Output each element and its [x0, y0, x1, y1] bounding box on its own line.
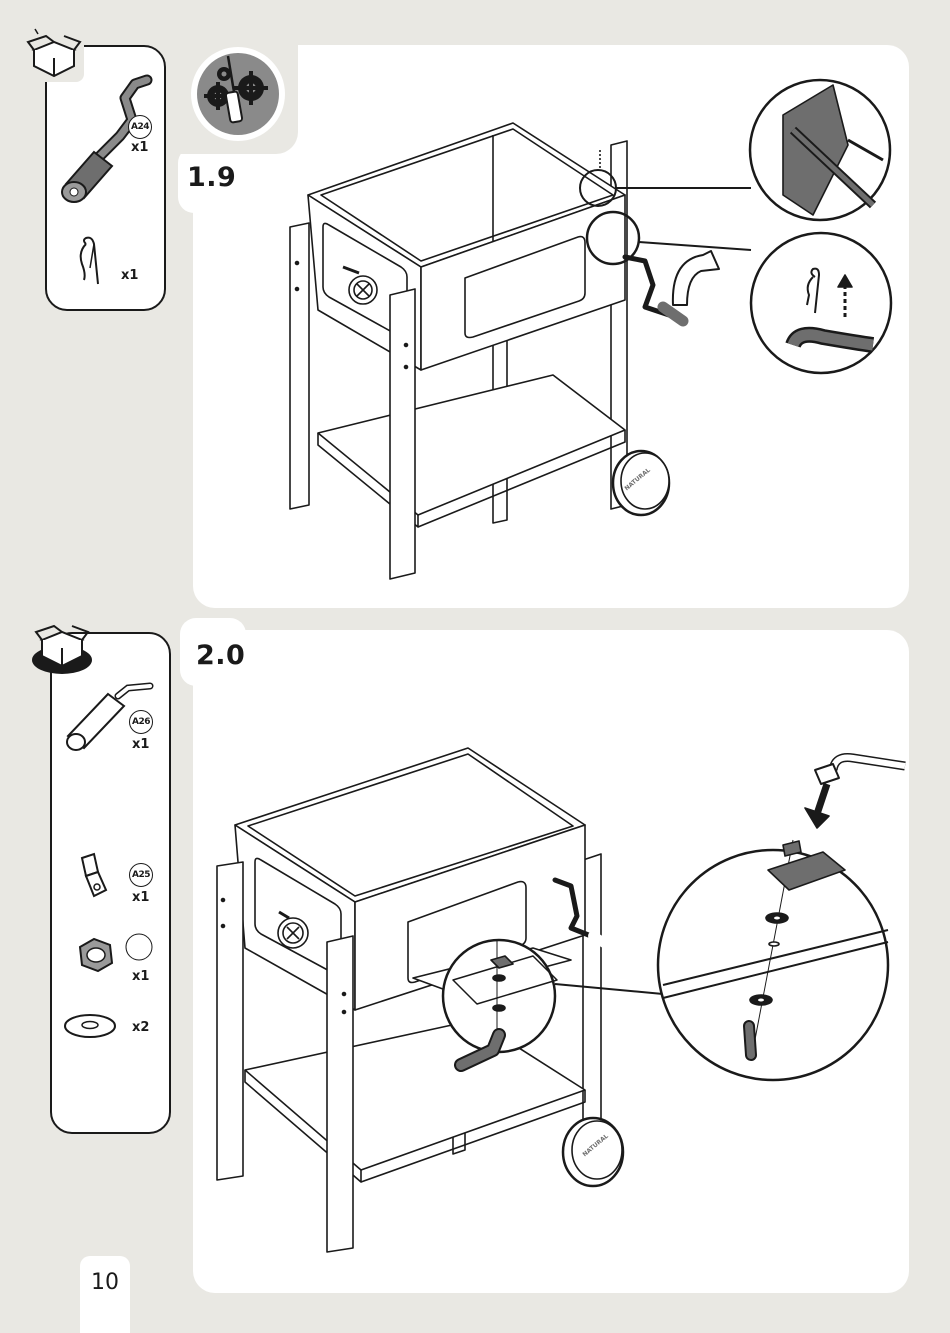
page-number: 10	[80, 1256, 130, 1333]
washer-part-icon	[62, 1012, 122, 1042]
grill-cart-illustration-step-2-0	[193, 630, 909, 1293]
open-box-icon	[28, 620, 92, 676]
part-qty: x1	[132, 969, 149, 984]
r-clip-part-icon	[76, 238, 116, 288]
part-qty: x2	[132, 1020, 149, 1035]
part-code-badge: A26	[129, 710, 153, 734]
part-qty: x1	[121, 268, 138, 283]
part-qty: x1	[132, 737, 149, 752]
nut-actual-size-icon	[124, 932, 154, 962]
nut-part-icon	[70, 935, 120, 980]
part-qty: x1	[131, 140, 148, 155]
part-code-badge: A24	[128, 115, 152, 139]
grill-cart-illustration-step-1-9	[193, 45, 909, 608]
part-qty: x1	[132, 890, 149, 905]
bracket-part-icon	[78, 852, 118, 902]
part-code-badge: A25	[129, 863, 153, 887]
